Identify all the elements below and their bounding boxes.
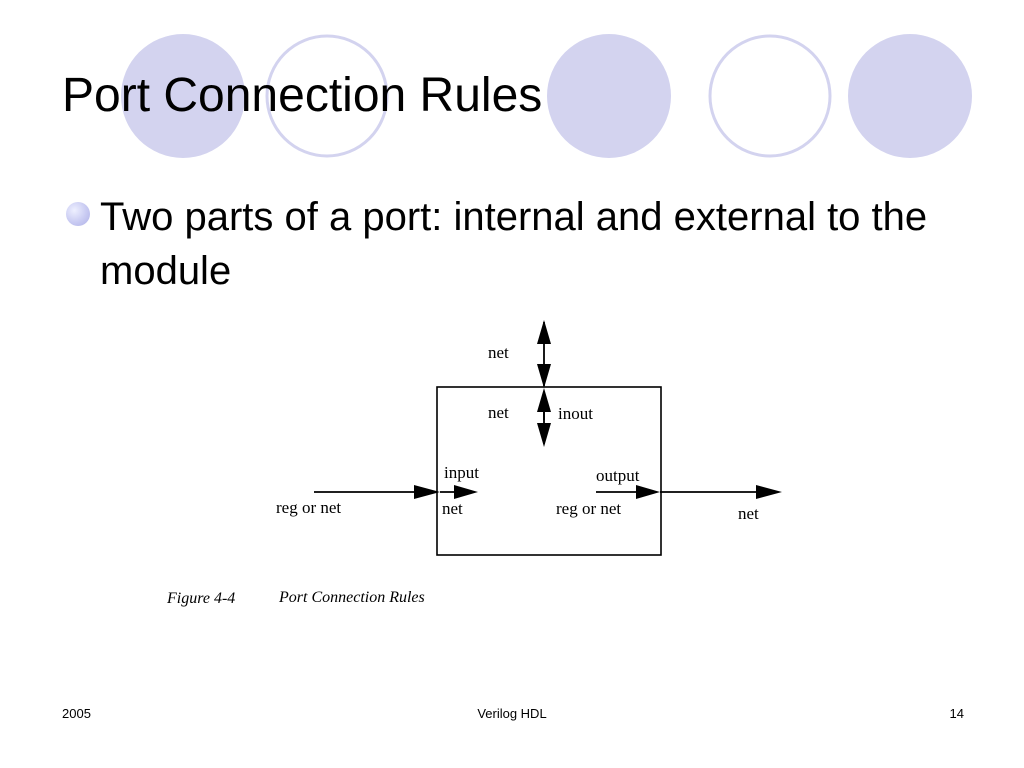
inout-arrowhead-down-inner [537,423,551,447]
slide-title: Port Connection Rules [62,69,543,122]
figure-caption-number: Figure 4-4 [166,590,235,607]
label-output: output [596,466,640,485]
input-arrowhead-inside [454,485,478,499]
module-box [436,386,662,556]
deco-circle-filled-1 [121,34,245,158]
input-arrowhead-outside [414,485,440,499]
inout-arrowhead-down-outer [537,364,551,388]
label-left-inside-net: net [442,499,463,518]
deco-circle-outline-1 [265,34,389,158]
bullet-item: Two parts of a port: internal and extern… [66,190,946,298]
inout-arrowhead-up [537,320,551,344]
figure-caption-title: Port Connection Rules [278,589,425,606]
label-input: input [444,463,479,482]
deco-circle-outline-2 [708,34,832,158]
deco-circle-filled-2 [547,34,671,158]
label-top-outside-net: net [488,343,509,362]
output-arrowhead-inside [636,485,660,499]
inout-arrowhead-up-inner [537,388,551,412]
bullet-text: Two parts of a port: internal and extern… [100,195,928,293]
label-left-outside: reg or net [276,498,341,517]
deco-circle-filled-3 [848,34,972,158]
label-right-outside-net: net [738,504,759,523]
footer-page-number: 14 [949,706,964,721]
output-arrowhead-outside [756,485,782,499]
label-right-inside: reg or net [556,499,621,518]
label-inout: inout [558,404,593,423]
footer-title: Verilog HDL [477,706,547,721]
bullet-dot-icon [66,202,90,226]
footer-year: 2005 [62,706,91,721]
label-top-inside-net: net [488,403,509,422]
